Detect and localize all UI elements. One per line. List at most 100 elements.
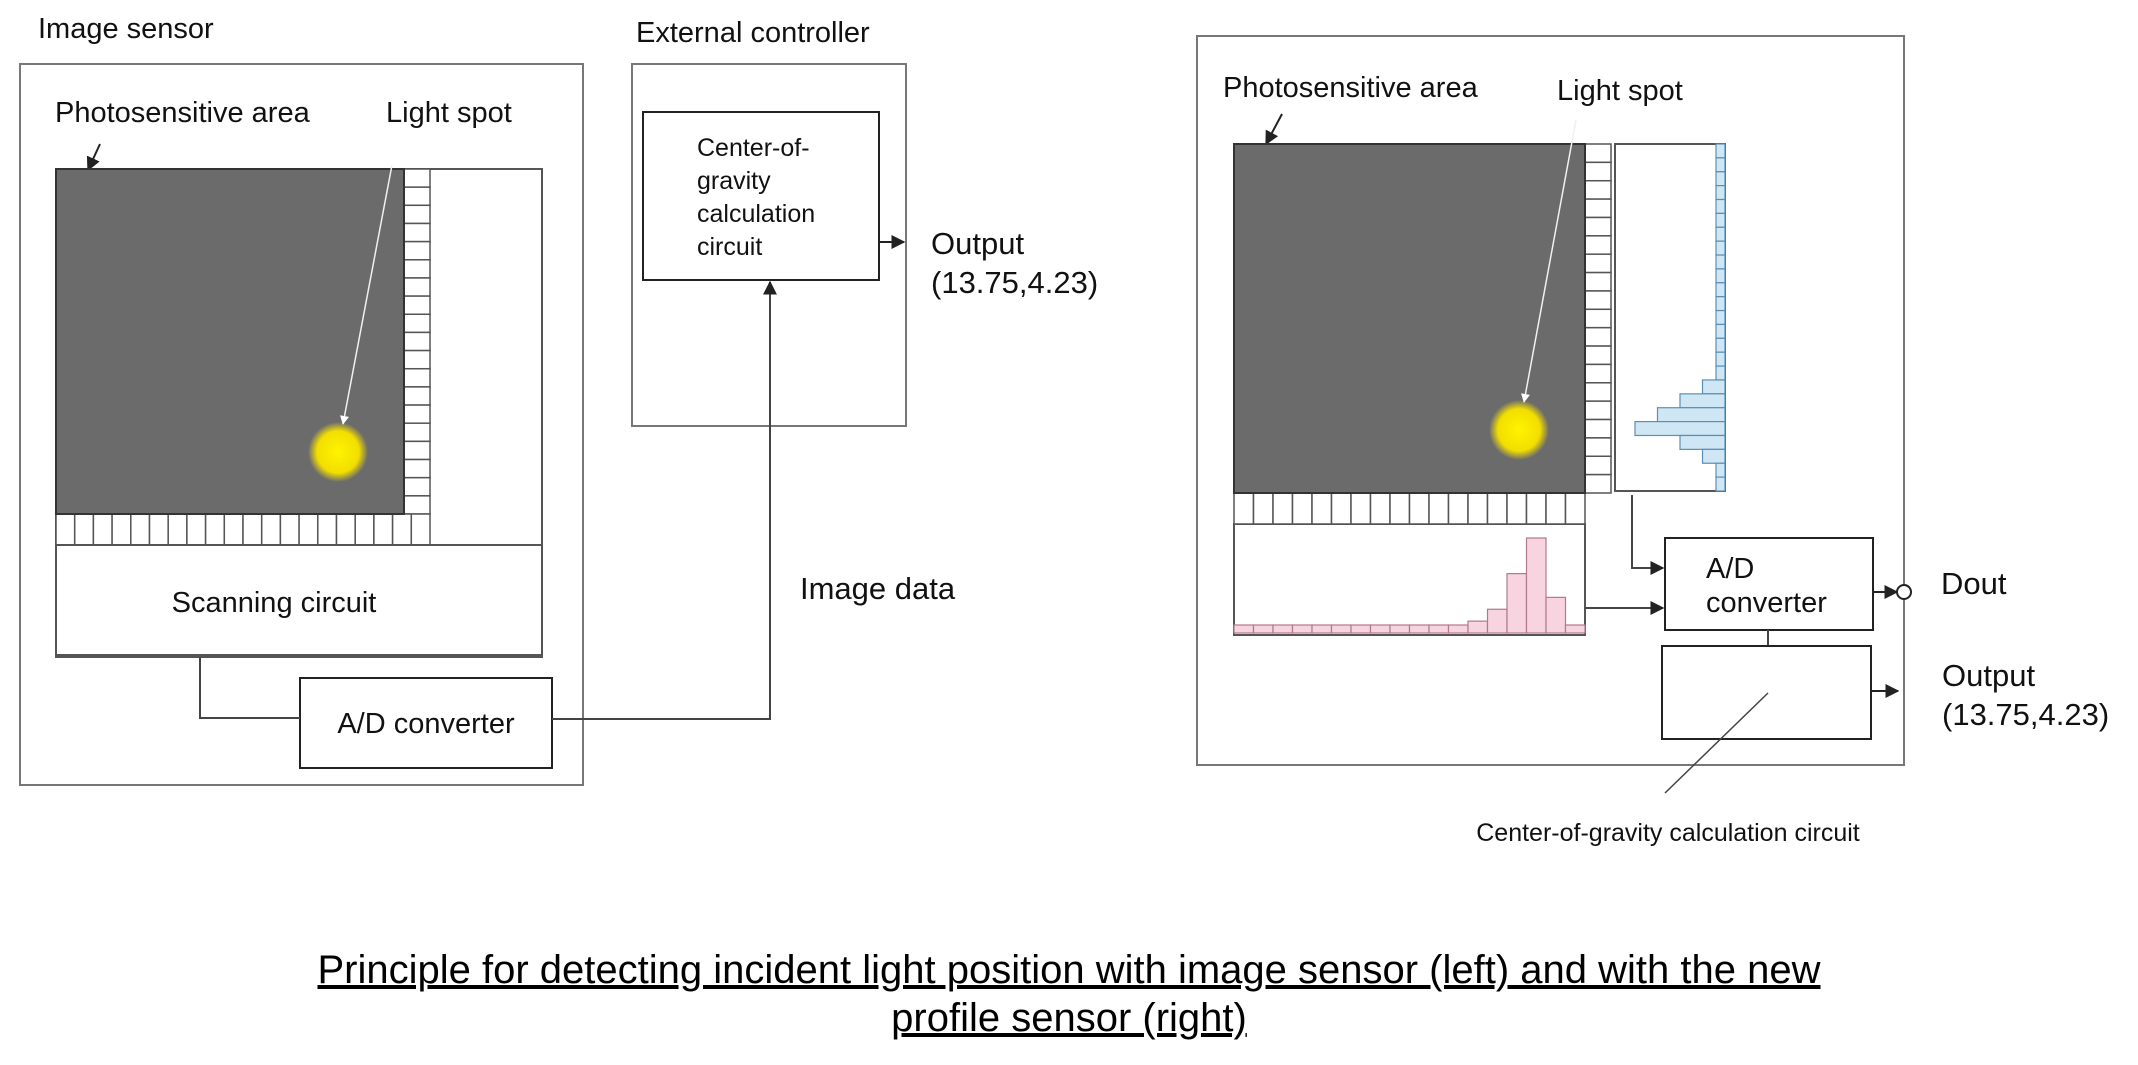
readout-cell bbox=[1584, 345, 1612, 366]
ad-converter-line-2-right: converter bbox=[1706, 587, 1827, 619]
readout-cell bbox=[167, 513, 188, 546]
readout-cell bbox=[1584, 382, 1612, 402]
readout-cell bbox=[317, 513, 338, 546]
profile-sensor-box bbox=[1196, 35, 1905, 766]
readout-cell bbox=[1584, 308, 1612, 329]
photosensitive-area-label-right: Photosensitive area bbox=[1223, 72, 1479, 104]
scanning-circuit-box bbox=[55, 544, 543, 656]
row-profile-bar bbox=[1634, 421, 1726, 437]
readout-cell bbox=[403, 277, 431, 297]
readout-cell bbox=[403, 476, 431, 497]
photosensitive-pointer-left bbox=[86, 143, 101, 172]
row-profile-bar bbox=[1715, 254, 1726, 270]
readout-cell bbox=[335, 513, 356, 546]
column-profile-bar bbox=[1330, 624, 1352, 634]
cog-circuit-box-left bbox=[642, 111, 880, 281]
readout-cell bbox=[1408, 492, 1430, 525]
readout-cell bbox=[403, 168, 431, 188]
light-spot-label-right: Light spot bbox=[1557, 75, 1683, 107]
column-profile-bar bbox=[1428, 624, 1450, 634]
light-spot-right bbox=[1489, 400, 1549, 460]
row-profile-bar bbox=[1715, 351, 1726, 367]
row-profile-bar bbox=[1715, 268, 1726, 284]
readout-cell bbox=[1369, 492, 1391, 525]
cog-pointer-right bbox=[1664, 692, 1769, 794]
readout-cell bbox=[1350, 492, 1372, 525]
readout-cell bbox=[1545, 492, 1567, 525]
row-profile-bar bbox=[1715, 212, 1726, 228]
row-profile-bar bbox=[1679, 434, 1726, 450]
readout-cell bbox=[1252, 492, 1274, 525]
readout-cell bbox=[1272, 492, 1294, 525]
scan-to-ad-wire bbox=[199, 657, 300, 719]
row-profile-bar bbox=[1715, 185, 1726, 201]
readout-cell bbox=[403, 349, 431, 370]
column-profile-bar bbox=[1467, 620, 1489, 634]
ad-converter-line-1-right: A/D bbox=[1706, 553, 1754, 585]
row-profile-bar bbox=[1715, 309, 1726, 326]
readout-cell bbox=[403, 204, 431, 225]
readout-cell bbox=[1233, 492, 1255, 525]
readout-cell bbox=[1506, 492, 1528, 525]
readout-cell bbox=[403, 495, 431, 515]
readout-cell bbox=[403, 313, 431, 334]
ad-converter-label-left: A/D converter bbox=[337, 708, 515, 740]
readout-strip-right-right bbox=[1584, 143, 1612, 494]
row-profile-bar bbox=[1656, 407, 1726, 423]
readout-cell bbox=[55, 513, 76, 546]
column-profile-bar bbox=[1447, 624, 1469, 634]
row-profile-bar bbox=[1715, 143, 1726, 159]
row-profile-bar bbox=[1715, 476, 1726, 492]
readout-cell bbox=[1584, 161, 1612, 182]
column-profile-bar bbox=[1369, 624, 1391, 634]
column-profile-bar bbox=[1408, 624, 1430, 634]
readout-strip-bottom-right bbox=[1233, 492, 1586, 525]
cog-circuit-line-4: circuit bbox=[697, 233, 762, 261]
readout-cell bbox=[1584, 363, 1612, 384]
readout-cell bbox=[1584, 473, 1612, 494]
row-profile-to-ad-wire bbox=[1631, 495, 1665, 575]
light-spot-pointer-right bbox=[1521, 119, 1577, 403]
image-sensor-box bbox=[19, 63, 584, 786]
readout-cell bbox=[410, 513, 431, 546]
readout-strip-right-left bbox=[403, 168, 431, 515]
readout-cell bbox=[204, 513, 226, 546]
dout-label: Dout bbox=[1941, 566, 2007, 601]
row-profile-bar bbox=[1715, 365, 1726, 381]
readout-cell bbox=[242, 513, 263, 546]
row-profile-bar bbox=[1715, 157, 1726, 173]
readout-cell bbox=[1389, 492, 1411, 525]
readout-cell bbox=[148, 513, 169, 546]
readout-cell bbox=[403, 186, 431, 207]
column-profile-histogram bbox=[1233, 537, 1586, 634]
row-profile-bar bbox=[1715, 296, 1726, 312]
image-sensor-label: Image sensor bbox=[38, 13, 214, 45]
row-profile-bar bbox=[1715, 337, 1726, 353]
column-profile-bar bbox=[1272, 624, 1294, 634]
row-profile-bar bbox=[1701, 448, 1726, 464]
row-profile-bar bbox=[1715, 171, 1726, 187]
column-profile-bar bbox=[1252, 624, 1274, 634]
readout-cell bbox=[1447, 492, 1469, 525]
readout-cell bbox=[1330, 492, 1352, 525]
readout-cell bbox=[1486, 492, 1508, 525]
readout-cell bbox=[403, 259, 431, 279]
cog-circuit-line-3: calculation bbox=[697, 200, 815, 228]
row-profile-bar bbox=[1715, 198, 1726, 215]
readout-cell bbox=[1584, 253, 1612, 274]
readout-strip-bottom-left bbox=[55, 513, 431, 546]
column-profile-bar bbox=[1311, 624, 1333, 634]
readout-cell bbox=[1584, 143, 1612, 164]
column-profile-bar bbox=[1486, 608, 1508, 634]
external-controller-label: External controller bbox=[636, 17, 870, 49]
column-profile-bar bbox=[1545, 596, 1567, 634]
cog-circuit-box-right bbox=[1661, 645, 1872, 740]
row-profile-bar bbox=[1715, 282, 1726, 298]
readout-cell bbox=[1467, 492, 1489, 525]
column-profile-bar bbox=[1525, 537, 1547, 634]
readout-cell bbox=[1584, 437, 1612, 458]
readout-cell bbox=[279, 513, 300, 546]
column-profile-bar bbox=[1506, 573, 1528, 634]
image-data-label: Image data bbox=[800, 571, 956, 606]
